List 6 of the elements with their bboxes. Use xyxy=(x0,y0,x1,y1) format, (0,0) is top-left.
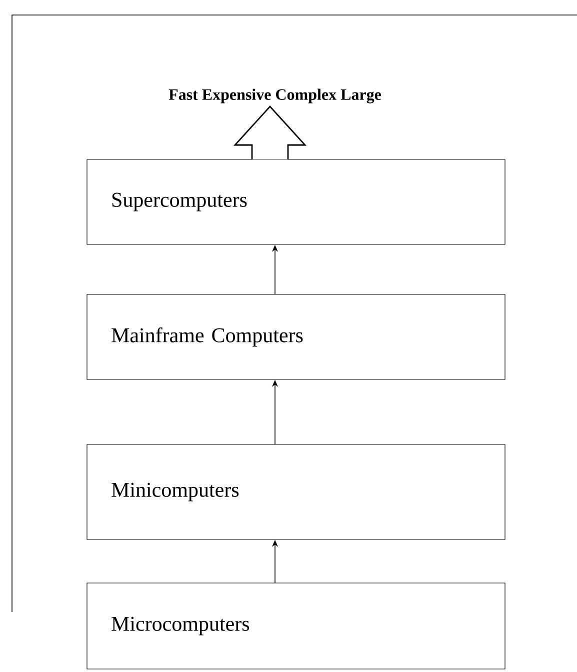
block-arrow xyxy=(233,105,307,160)
level-box: Supercomputers xyxy=(86,159,506,245)
level-box: Minicomputers xyxy=(86,444,506,540)
heading: Fast Expensive Complex Large xyxy=(168,88,382,104)
level-box: Mainframe Computers xyxy=(86,294,506,380)
level-box: Microcomputers xyxy=(86,582,506,670)
